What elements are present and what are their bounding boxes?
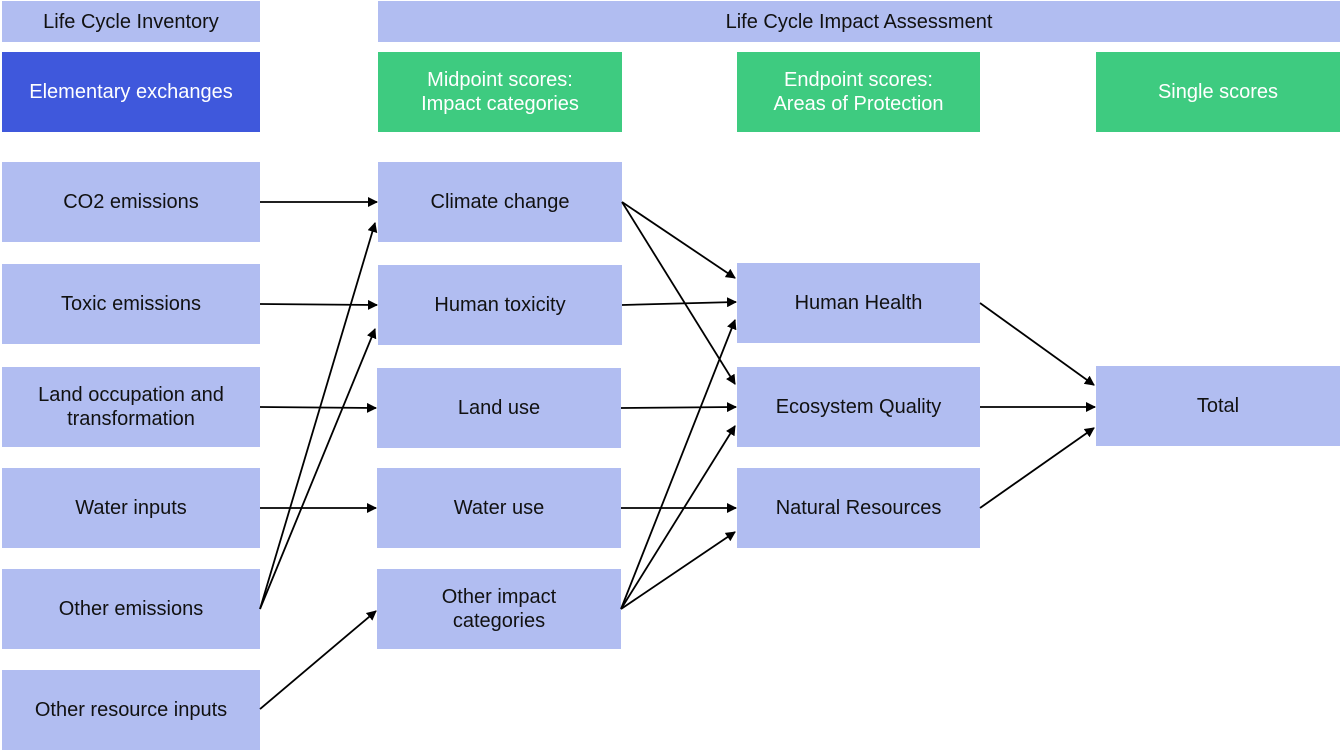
node-co2-emissions: CO2 emissions [2, 162, 260, 242]
arrow-land-to-land-use [259, 402, 377, 413]
arrow-land-use-to-ecosystem [620, 402, 737, 413]
arrow-climate-to-ecosystem [621, 201, 736, 385]
arrow-human-health-to-total [979, 302, 1095, 386]
node-other-resource-inputs: Other resource inputs [2, 670, 260, 750]
node-other-impact-categories: Other impact categories [377, 569, 621, 649]
header-life-cycle-impact-assessment: Life Cycle Impact Assessment [378, 1, 1340, 42]
column-header-elementary-exchanges: Elementary exchanges [2, 52, 260, 132]
column-header-single-scores: Single scores [1096, 52, 1340, 132]
column-header-midpoint-scores: Midpoint scores: Impact categories [378, 52, 622, 132]
node-natural-resources: Natural Resources [737, 468, 980, 548]
node-water-inputs: Water inputs [2, 468, 260, 548]
arrow-toxic-to-human-toxicity [259, 299, 378, 310]
arrow-other-emissions-to-climate [259, 222, 378, 610]
node-human-health: Human Health [737, 263, 980, 343]
column-header-endpoint-scores: Endpoint scores: Areas of Protection [737, 52, 980, 132]
node-ecosystem-quality: Ecosystem Quality [737, 367, 980, 447]
arrow-other-impacts-to-ecosystem [620, 425, 736, 610]
arrow-other-impacts-to-natural-resources [620, 531, 736, 610]
node-total: Total [1096, 366, 1340, 446]
node-other-emissions: Other emissions [2, 569, 260, 649]
node-toxic-emissions: Toxic emissions [2, 264, 260, 344]
arrow-other-resources-to-other-impacts [259, 610, 377, 710]
header-life-cycle-inventory: Life Cycle Inventory [2, 1, 260, 42]
node-land-occupation: Land occupation and transformation [2, 367, 260, 447]
node-land-use: Land use [377, 368, 621, 448]
node-water-use: Water use [377, 468, 621, 548]
arrow-other-emissions-to-human-toxicity [259, 328, 377, 610]
arrow-climate-to-human-health [621, 201, 736, 279]
arrow-other-impacts-to-human-health [620, 319, 737, 610]
arrow-human-toxicity-to-human-health [621, 297, 737, 308]
arrow-natural-resources-to-total [979, 427, 1095, 509]
node-human-toxicity: Human toxicity [378, 265, 622, 345]
node-climate-change: Climate change [378, 162, 622, 242]
